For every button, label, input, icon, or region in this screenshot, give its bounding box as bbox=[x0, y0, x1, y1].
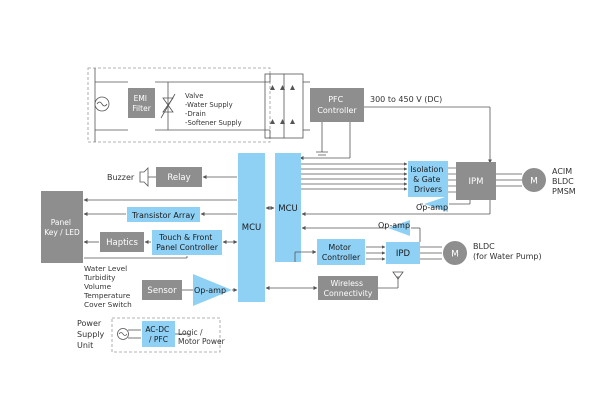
diode-icons bbox=[270, 85, 295, 124]
valve-triac-icon bbox=[162, 97, 174, 113]
opamp-sensor-label: Op-amp bbox=[194, 286, 226, 295]
power-out-label: Logic / Motor Power bbox=[178, 328, 226, 346]
sensor-label: Sensor bbox=[147, 286, 177, 296]
buzzer-label: Buzzer bbox=[107, 173, 135, 182]
haptics-block bbox=[100, 232, 144, 252]
touch-panel-block bbox=[152, 230, 222, 255]
haptics-label: Haptics bbox=[106, 238, 138, 248]
power-supply-dashed-box bbox=[111, 317, 221, 353]
transistor-array-block bbox=[127, 207, 200, 222]
gate-lines bbox=[448, 167, 456, 193]
ipd-label: IPD bbox=[396, 249, 411, 259]
bridge-rectifier bbox=[264, 73, 310, 139]
acdc-pfc-label: AC-DC / PFC bbox=[145, 325, 171, 344]
mcu-main-label: MCU bbox=[242, 223, 262, 233]
acdc-pfc-block bbox=[142, 321, 175, 347]
touch-panel-label: Touch & Front Panel Controller bbox=[156, 233, 219, 252]
pfc-controller-block bbox=[310, 88, 364, 122]
wireless-label: Wireless Connectivity bbox=[324, 279, 373, 298]
isolation-gate-label: Isolation & Gate Drivers bbox=[410, 165, 446, 194]
ac-sine-icon bbox=[96, 101, 108, 107]
main-motor-icon bbox=[522, 168, 546, 192]
antenna-icon bbox=[392, 271, 404, 280]
sensor-block bbox=[142, 280, 182, 300]
mcu-motor-block bbox=[275, 153, 301, 262]
transistor-array-label: Transistor Array bbox=[131, 211, 195, 220]
psu-sine-icon bbox=[118, 332, 128, 336]
opamp-middle-label: Op-amp bbox=[378, 221, 410, 230]
emi-filter-block bbox=[128, 88, 155, 118]
motor-types-label: ACIM BLDC PMSM bbox=[552, 167, 576, 196]
isolation-gate-block bbox=[408, 161, 448, 197]
panel-label: Panel Key / LED bbox=[44, 218, 80, 237]
pfc-controller-label: PFC Controller bbox=[317, 95, 357, 115]
main-motor-label: M bbox=[530, 177, 538, 187]
mcu-main-block bbox=[238, 153, 265, 302]
pwm-lines bbox=[301, 162, 408, 191]
opamp-top-label: Op-amp bbox=[416, 203, 448, 212]
dc-voltage-label: 300 to 450 V (DC) bbox=[370, 95, 442, 104]
valve-label: Valve -Water Supply -Drain -Softener Sup… bbox=[185, 92, 242, 127]
opamp-sensor-icon bbox=[193, 274, 232, 306]
ipd-block bbox=[386, 242, 420, 264]
pump-motor-label: M bbox=[451, 250, 459, 260]
emi-filter-label: EMI Filter bbox=[132, 94, 151, 113]
pump-label: BLDC (for Water Pump) bbox=[473, 242, 542, 261]
relay-block bbox=[156, 167, 202, 187]
ipm-label: IPM bbox=[469, 177, 484, 187]
valve-arrow-line bbox=[160, 93, 176, 119]
mcu-motor-label: MCU bbox=[278, 204, 298, 214]
ground-icon bbox=[316, 151, 328, 156]
ac-input-section bbox=[87, 67, 271, 143]
power-supply-label: Power Supply Unit bbox=[77, 319, 107, 350]
pump-motor-icon bbox=[443, 241, 467, 265]
ipm-block bbox=[456, 162, 496, 200]
opamp-middle-icon bbox=[388, 220, 410, 236]
ac-input-dashed-box bbox=[87, 67, 271, 143]
wireless-block bbox=[318, 276, 378, 300]
sensors-list-label: Water Level Turbidity Volume Temperature… bbox=[83, 264, 133, 309]
motor-controller-block bbox=[317, 239, 365, 265]
panel-block bbox=[41, 191, 83, 263]
buzzer-icon bbox=[139, 167, 149, 187]
opamp-top-icon bbox=[424, 196, 448, 212]
motor-controller-label: Motor Controller bbox=[322, 243, 361, 262]
relay-label: Relay bbox=[167, 173, 190, 183]
